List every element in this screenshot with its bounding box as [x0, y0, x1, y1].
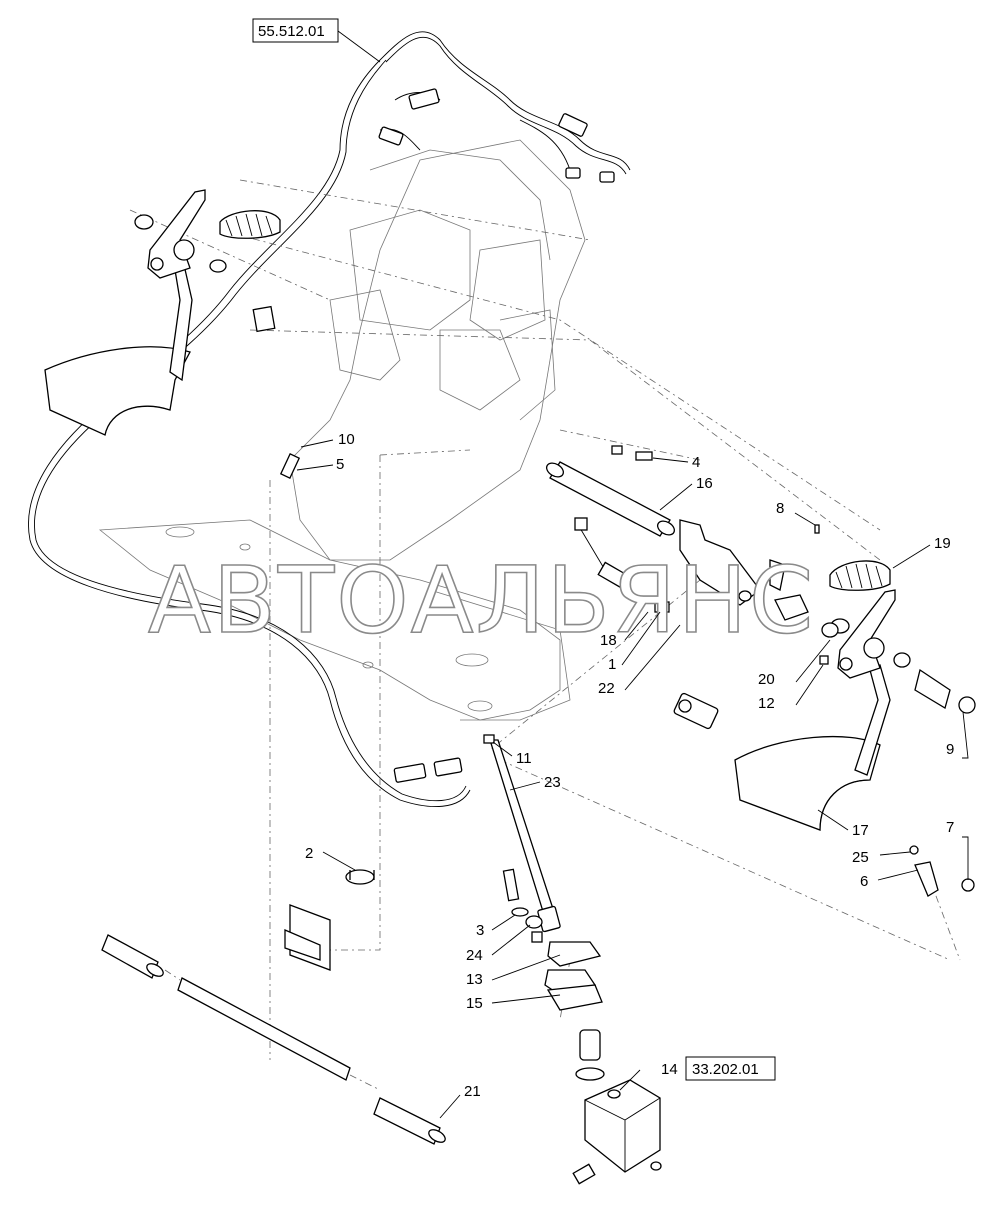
callout-1: 1: [608, 656, 616, 673]
callout-6: 6: [860, 873, 868, 890]
callout-18: 18: [600, 632, 617, 649]
callout-8: 8: [776, 500, 784, 517]
callout-3: 3: [476, 922, 484, 939]
callout-11: 11: [516, 750, 532, 767]
left-pedal-assembly: [44, 189, 281, 436]
callout-17: 17: [852, 822, 869, 839]
callout-labels: 10 5 4 16 8 19 18 1 22 20 12 9 11 23: [296, 431, 969, 1119]
callout-7: 7: [946, 819, 954, 836]
callout-25: 25: [852, 849, 869, 866]
reference-box-bottom: 33.202.01: [685, 1056, 776, 1081]
reference-box-top: 55.512.01: [252, 18, 381, 63]
assembly-lines: [129, 179, 961, 1091]
callout-20: 20: [758, 671, 775, 688]
reference-box-text: 33.202.01: [692, 1061, 759, 1078]
callout-13: 13: [466, 971, 483, 988]
watermark-text: АВТОАЛЬЯНС: [148, 547, 815, 654]
callout-16: 16: [696, 475, 713, 492]
callout-23: 23: [544, 774, 561, 791]
small-hardware: [101, 453, 975, 1185]
callout-12: 12: [758, 695, 775, 712]
callout-10: 10: [338, 431, 355, 448]
callout-5: 5: [336, 456, 344, 473]
right-pedal-assembly: [734, 560, 976, 831]
callout-14: 14: [661, 1061, 678, 1078]
callout-24: 24: [466, 947, 483, 964]
callout-9: 9: [946, 741, 954, 758]
reference-box-text: 55.512.01: [258, 23, 325, 40]
callout-21: 21: [464, 1083, 481, 1100]
callout-15: 15: [466, 995, 483, 1012]
console-structure: [98, 139, 586, 721]
callout-19: 19: [934, 535, 951, 552]
callout-22: 22: [598, 680, 615, 697]
callout-2: 2: [305, 845, 313, 862]
callout-4: 4: [692, 454, 700, 471]
shaft-and-bracket: [545, 445, 809, 730]
wiring-harness: [28, 31, 631, 808]
